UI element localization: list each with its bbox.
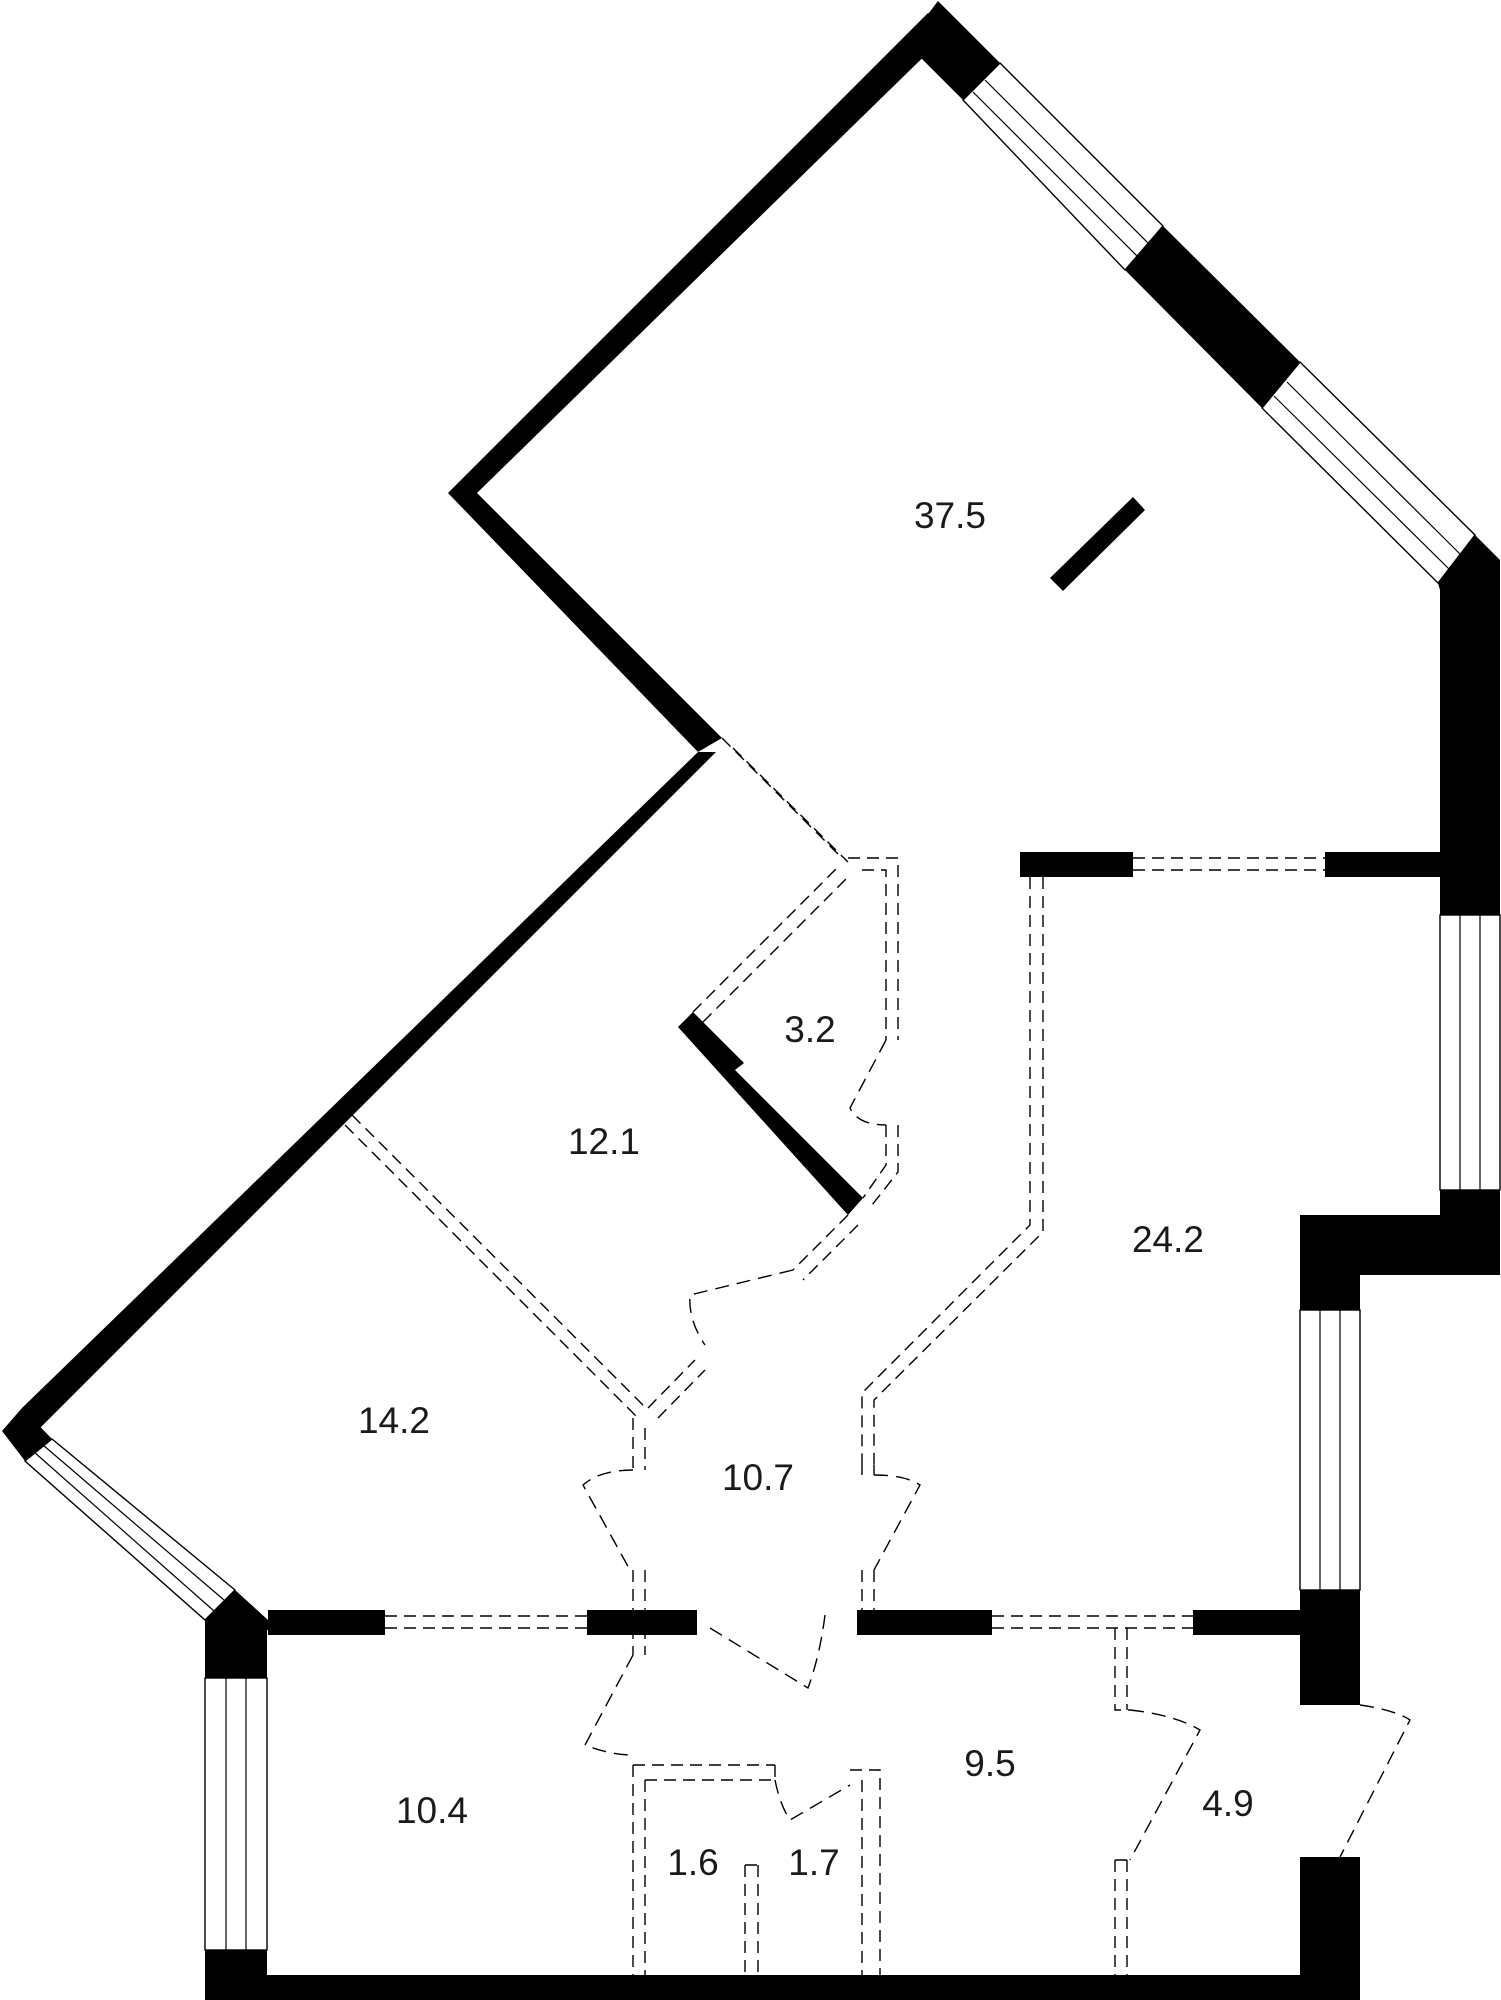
door-14-2: [582, 1469, 634, 1571]
partition-living-to-3-2: [721, 737, 849, 863]
wall-left-diagonal: [22, 752, 716, 1428]
wall-bottom: [205, 1975, 1360, 2000]
wall-right-upper: [1440, 570, 1500, 915]
wall-hall-left-b: [587, 1610, 697, 1635]
wall-partition-top-right-a: [1020, 852, 1133, 877]
wall-hall-left-a: [268, 1610, 385, 1635]
window-living-upper-2: [1261, 360, 1476, 585]
room-area-37-5: 37.5: [914, 495, 986, 536]
door-12-1: [689, 1269, 794, 1346]
window-right-upper: [1439, 914, 1501, 1191]
wall-living-island: [1050, 497, 1145, 591]
partition-wc-left: [632, 1765, 646, 1975]
wall-partition-top-right-b: [1325, 852, 1440, 877]
wall-step-vertical: [1300, 1215, 1360, 1310]
doors: [582, 1039, 1411, 1861]
door-24-2: [873, 1474, 921, 1571]
partition-12-1-bottom: [647, 1214, 859, 1419]
room-area-12-1: 12.1: [568, 1121, 640, 1162]
room-area-10-4: 10.4: [396, 1790, 468, 1831]
room-area-24-2: 24.2: [1132, 1219, 1204, 1260]
partitions: [344, 737, 1325, 1975]
wall-right-mid: [1440, 1190, 1500, 1215]
room-area-10-7: 10.7: [722, 1457, 794, 1498]
window-living-upper-1: [962, 62, 1164, 272]
wall-hall-right: [1193, 1610, 1300, 1635]
door-10-7-bottom: [709, 1614, 826, 1690]
windows: [23, 62, 1501, 1951]
window-room-10-4: [204, 1677, 268, 1951]
partition-3-2-left: [692, 866, 849, 1023]
wall-hall-mid: [857, 1610, 992, 1635]
wall-entrance-right-upper: [1300, 1590, 1360, 1705]
room-area-9-5: 9.5: [964, 1743, 1015, 1784]
interior-walls: [268, 497, 1440, 1635]
window-right-lower: [1299, 1309, 1361, 1591]
partition-12-1-14-2: [344, 1114, 649, 1419]
window-room-14-2: [23, 1438, 237, 1621]
door-4-9: [1129, 1709, 1201, 1861]
partition-14-2-hall: [385, 1615, 587, 1629]
wall-corner-bottom-left: [2, 1408, 52, 1461]
partition-3-2-right: [848, 857, 899, 1040]
room-area-1-7: 1.7: [788, 1842, 839, 1883]
room-area-1-6: 1.6: [667, 1842, 718, 1883]
partition-4-9-bottom: [1114, 1859, 1130, 1975]
partition-top-right: [1133, 857, 1325, 871]
door-3-2: [849, 1039, 887, 1126]
partition-10-7-left: [632, 1418, 646, 1655]
area-labels: 37.5 3.2 12.1 24.2 14.2 10.7 9.5 10.4 4.…: [358, 495, 1254, 1883]
door-10-4: [584, 1654, 634, 1756]
door-wc-1-7: [774, 1779, 851, 1821]
wall-pier-upper-right: [1125, 226, 1300, 408]
partition-3-2-bottom: [862, 1125, 899, 1206]
partition-wc-top: [633, 1764, 776, 1781]
partition-10-7-right: [861, 1465, 875, 1610]
partition-wc-right: [850, 1769, 881, 1975]
door-entrance: [1339, 1704, 1411, 1858]
wall-left-lower-bottom: [205, 1950, 267, 2000]
partition-9-5-right: [992, 1615, 1193, 1629]
wall-room-12-1-diagonal: [678, 1012, 863, 1215]
wall-pier-top: [906, 1, 1000, 100]
partition-wc-mid: [744, 1864, 759, 1975]
wall-corner-14-2: [205, 1590, 268, 1630]
room-area-3-2: 3.2: [784, 1009, 835, 1050]
room-area-4-9: 4.9: [1202, 1783, 1253, 1824]
wall-living-inner-diagonal: [448, 493, 722, 752]
room-area-14-2: 14.2: [358, 1400, 430, 1441]
partition-4-9: [1114, 1628, 1130, 1711]
partition-corridor-left: [861, 877, 1044, 1465]
wall-living-upper-left: [448, 13, 948, 493]
